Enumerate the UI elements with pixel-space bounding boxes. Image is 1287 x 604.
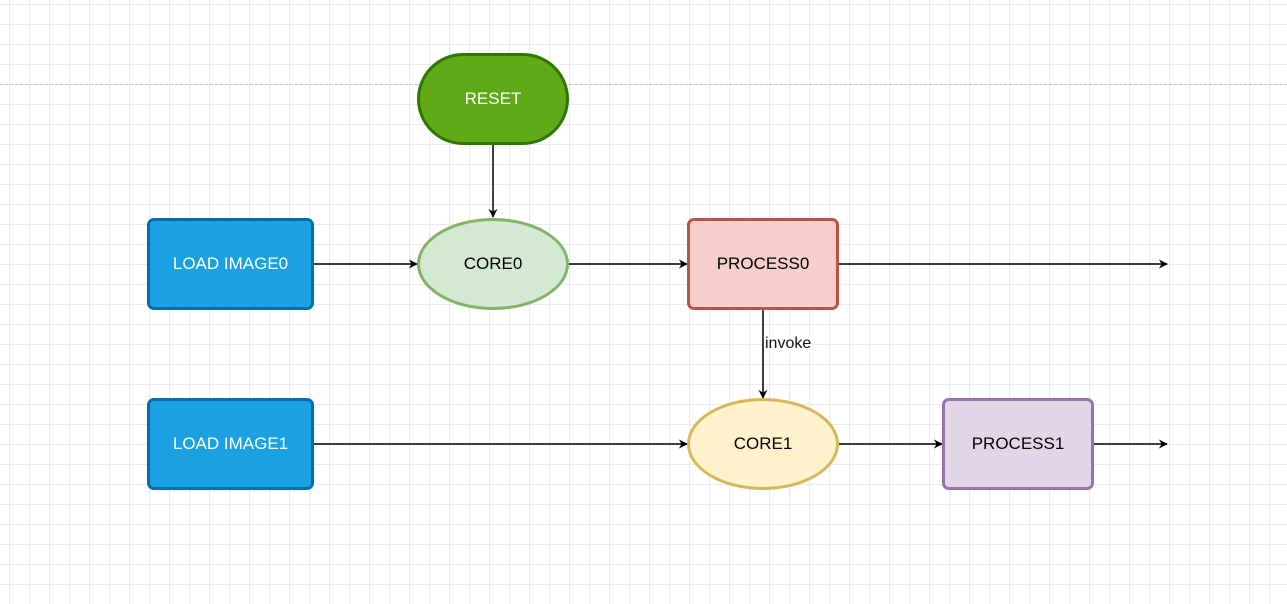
process0-node[interactable]: PROCESS0 [687, 218, 839, 310]
page-break-line [0, 84, 1287, 85]
process1-node[interactable]: PROCESS1 [942, 398, 1094, 490]
reset-node[interactable]: RESET [417, 53, 569, 145]
load-image0-node[interactable]: LOAD IMAGE0 [147, 218, 314, 310]
core1-node[interactable]: CORE1 [687, 398, 839, 490]
edge-label-invoke[interactable]: invoke [764, 335, 813, 353]
load-image1-node[interactable]: LOAD IMAGE1 [147, 398, 314, 490]
core0-node[interactable]: CORE0 [417, 218, 569, 310]
